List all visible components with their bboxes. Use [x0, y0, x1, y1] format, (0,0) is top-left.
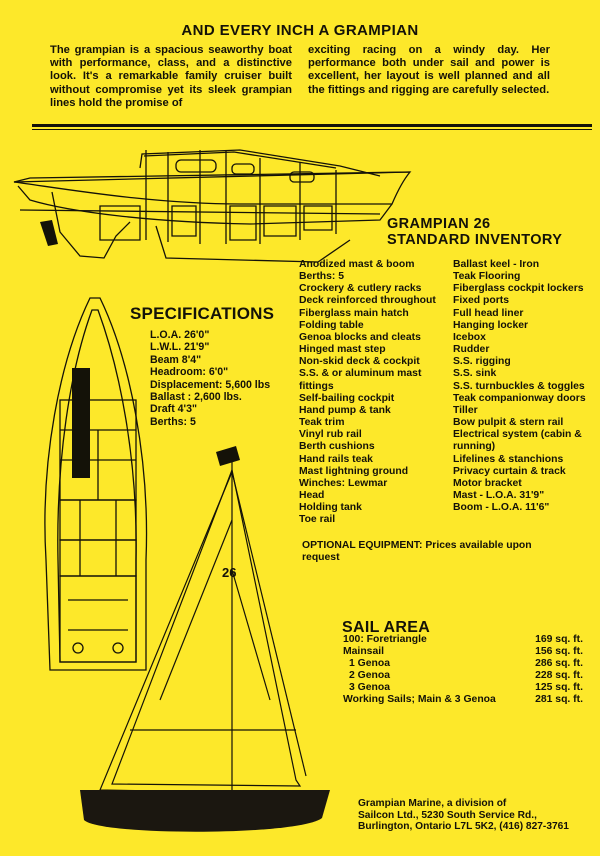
- optional-equipment-text: Prices available upon request: [302, 540, 532, 564]
- sail-area-label: 1 Genoa: [349, 657, 390, 669]
- sail-area-row: Mainsail 156 sq. ft.: [343, 646, 583, 658]
- inventory-item: Deck reinforced throughout: [299, 295, 436, 307]
- sail-area-label: 2 Genoa: [349, 669, 390, 681]
- spec-item: L.O.A. 26'0": [150, 329, 210, 341]
- intro-text-right: exciting racing on a windy day. Her perf…: [308, 44, 550, 96]
- inventory-item: Genoa blocks and cleats: [299, 331, 421, 343]
- sail-number: 26: [222, 565, 237, 580]
- inventory-item: Rudder: [453, 344, 490, 356]
- inventory-item: Crockery & cutlery racks: [299, 283, 422, 295]
- inventory-item: Hand pump & tank: [299, 404, 391, 416]
- spec-item: Headroom: 6'0": [150, 366, 229, 379]
- intro-text-left: The grampian is a spacious seaworthy boa…: [50, 44, 292, 109]
- sail-area-row: 3 Genoa 125 sq. ft.: [343, 682, 583, 694]
- inventory-item: Electrical system (cabin &: [453, 429, 582, 441]
- inventory-title: GRAMPIAN 26 STANDARD INVENTORY: [387, 216, 562, 248]
- inventory-item: Head: [299, 489, 325, 501]
- sail-area-table: 100: Foretriangle 169 sq. ft. Mainsail 1…: [343, 634, 583, 705]
- inventory-item: Hand rails teak: [299, 453, 373, 465]
- sail-area-value: 286 sq. ft.: [535, 657, 583, 669]
- inventory-item: Motor bracket: [453, 477, 522, 489]
- inventory-item: Winches: Lewmar: [299, 477, 388, 489]
- inventory-item: Mast - L.O.A. 31'9": [453, 489, 545, 501]
- spec-item: Ballast : 2,600 lbs.: [150, 391, 242, 404]
- sail-area-row: Working Sails; Main & 3 Genoa 281 sq. ft…: [343, 694, 583, 706]
- sail-area-value: 125 sq. ft.: [535, 681, 583, 693]
- inventory-item: Full head liner: [453, 307, 524, 319]
- inventory-item: Boom - L.O.A. 11'6": [453, 502, 550, 514]
- inventory-item: Ballast keel - Iron: [453, 259, 540, 270]
- inventory-item: Privacy curtain & track: [453, 465, 566, 477]
- inventory-item: Folding table: [299, 319, 364, 331]
- inventory-item: Vinyl rub rail: [299, 429, 362, 441]
- inventory-item: Holding tank: [299, 502, 362, 514]
- inventory-item: running): [453, 441, 496, 453]
- spec-item: Draft 4'3": [150, 403, 197, 416]
- specifications-title: SPECIFICATIONS: [130, 304, 275, 323]
- specifications-list: L.O.A. 26'0" L.W.L. 21'9" Beam 8'4" Head…: [150, 329, 270, 428]
- inventory-item: Teak Flooring: [453, 271, 521, 283]
- inventory-item: S.S. rigging: [453, 356, 511, 368]
- company-name: Grampian Marine,: [358, 798, 445, 809]
- sail-area-value: 156 sq. ft.: [535, 645, 583, 657]
- sail-area-label: Mainsail: [343, 645, 384, 657]
- inventory-item: Berth cushions: [299, 441, 375, 453]
- inventory-item: Self-bailing cockpit: [299, 392, 395, 404]
- inventory-item: Anodized mast & boom: [299, 259, 415, 270]
- inventory-list-right: Ballast keel - Iron Teak Flooring Fiberg…: [453, 259, 593, 514]
- inventory-item: Tiller: [453, 404, 478, 416]
- inventory-item: Fixed ports: [453, 295, 510, 307]
- inventory-title-line1: GRAMPIAN 26: [387, 216, 491, 232]
- spec-item: Berths: 5: [150, 415, 196, 428]
- inventory-item: Teak companionway doors: [453, 392, 586, 404]
- sail-area-row: 1 Genoa 286 sq. ft.: [343, 658, 583, 670]
- inventory-item: fittings: [299, 380, 334, 392]
- inventory-item: Fiberglass cockpit lockers: [453, 283, 584, 295]
- inventory-item: Mast lightning ground: [299, 465, 409, 477]
- footer-address: Grampian Marine, a division of Sailcon L…: [358, 798, 598, 833]
- inventory-item: Lifelines & stanchions: [453, 453, 564, 465]
- divider-rule-thin: [32, 129, 592, 130]
- inventory-item: Hanging locker: [453, 319, 529, 331]
- spec-item: L.W.L. 21'9": [150, 341, 210, 354]
- optional-equipment-label: OPTIONAL EQUIPMENT:: [302, 540, 423, 551]
- headline: AND EVERY INCH A GRAMPIAN: [181, 22, 419, 39]
- sail-area-label: Working Sails; Main & 3 Genoa: [343, 693, 496, 705]
- inventory-title-line2: STANDARD INVENTORY: [387, 232, 563, 248]
- inventory-item: Bow pulpit & stern rail: [453, 417, 564, 429]
- inventory-item: Hinged mast step: [299, 344, 386, 356]
- sail-area-label: 100: Foretriangle: [343, 634, 427, 645]
- parent-company: Sailcon: [358, 809, 395, 821]
- sail-area-value: 228 sq. ft.: [535, 669, 583, 681]
- inventory-item: Non-skid deck & cockpit: [299, 356, 420, 368]
- sail-area-value: 169 sq. ft.: [535, 634, 583, 645]
- spec-item: Beam 8'4": [150, 353, 202, 366]
- inventory-item: Fiberglass main hatch: [299, 307, 409, 319]
- inventory-item: Toe rail: [299, 514, 336, 526]
- division-text: a division of: [444, 798, 507, 809]
- footer-line-2: Sailcon Ltd., 5230 South Service Rd.,: [358, 810, 598, 822]
- inventory-item: S.S. sink: [453, 368, 497, 380]
- footer-line-1: Grampian Marine, a division of: [358, 798, 598, 810]
- optional-equipment: OPTIONAL EQUIPMENT: Prices available upo…: [302, 540, 542, 564]
- spec-item: Displacement: 5,600 lbs: [150, 378, 271, 391]
- inventory-item: S.S. & or aluminum mast: [299, 368, 422, 380]
- sail-area-row: 2 Genoa 228 sq. ft.: [343, 670, 583, 682]
- inventory-list-left: Anodized mast & boom Berths: 5 Crockery …: [299, 259, 459, 526]
- inventory-item: Teak trim: [299, 417, 345, 429]
- sail-area-label: 3 Genoa: [349, 681, 390, 693]
- inventory-item: Icebox: [453, 331, 486, 343]
- sail-area-value: 281 sq. ft.: [535, 693, 583, 705]
- sail-area-title: SAIL AREA: [342, 619, 431, 636]
- inventory-item: Berths: 5: [299, 271, 345, 283]
- divider-rule: [32, 124, 592, 127]
- sail-area-row: 100: Foretriangle 169 sq. ft.: [343, 634, 583, 646]
- inventory-item: S.S. turnbuckles & toggles: [453, 380, 585, 392]
- city-phone: Burlington, Ontario L7L 5K2, (416) 827-3…: [358, 821, 569, 833]
- street-address: Ltd., 5230 South Service Rd.,: [394, 809, 537, 821]
